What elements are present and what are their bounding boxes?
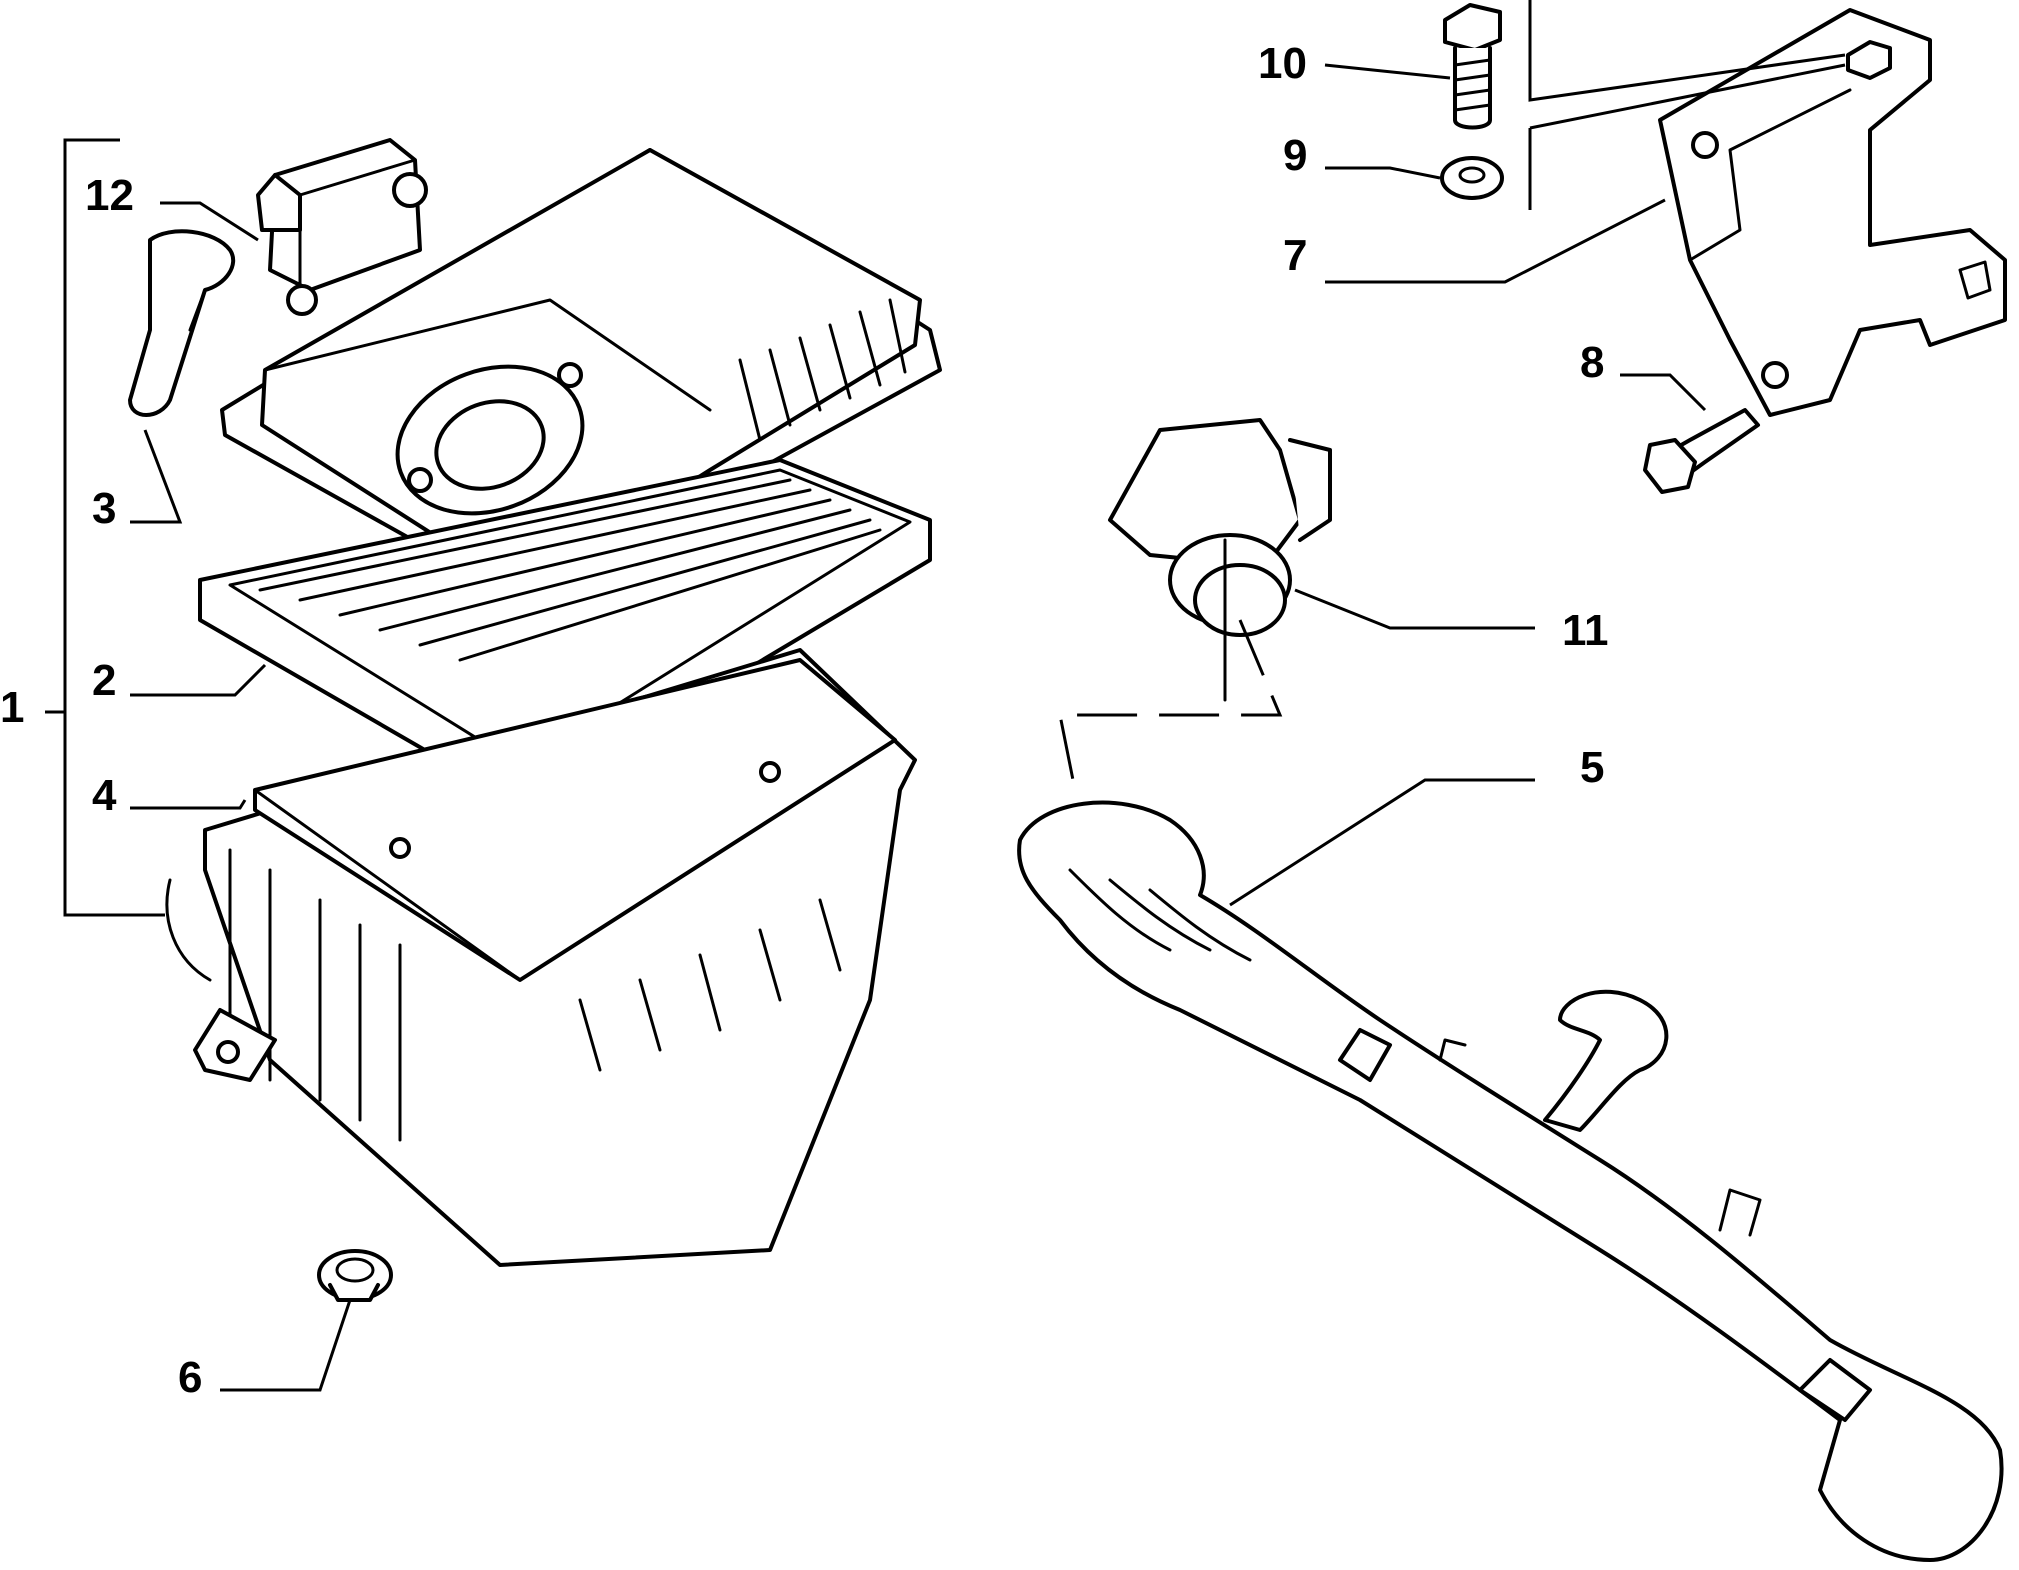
leader-lines <box>130 0 1846 1392</box>
part-lid <box>220 148 942 602</box>
callout-2: 2 <box>92 656 116 705</box>
assembly-bracket <box>45 138 165 917</box>
callout-12: 12 <box>85 171 134 220</box>
part-2-filter <box>198 458 932 807</box>
part-11-adapter <box>1108 418 1332 702</box>
part-10-bolt <box>1443 3 1502 130</box>
part-4-housing <box>165 648 917 1267</box>
callout-4: 4 <box>92 771 117 820</box>
part-6-grommet <box>317 1249 393 1302</box>
callout-3: 3 <box>92 484 116 533</box>
part-5-hose <box>1017 800 2004 1562</box>
callout-11: 11 <box>1562 606 1609 655</box>
callout-labels: 1 2 3 4 5 6 7 8 9 10 11 12 <box>0 39 1609 1402</box>
callout-9: 9 <box>1283 131 1307 180</box>
part-8-bolt <box>1643 408 1760 494</box>
callout-7: 7 <box>1283 231 1307 280</box>
part-7-bracket <box>1658 8 2007 417</box>
part-12-sensor <box>256 138 428 316</box>
callout-8: 8 <box>1580 338 1604 387</box>
part-9-washer <box>1440 156 1504 200</box>
callout-5: 5 <box>1580 743 1604 792</box>
callout-10: 10 <box>1258 39 1307 88</box>
callout-1: 1 <box>0 683 24 732</box>
part-3-seal <box>128 229 236 417</box>
callout-6: 6 <box>178 1353 202 1402</box>
